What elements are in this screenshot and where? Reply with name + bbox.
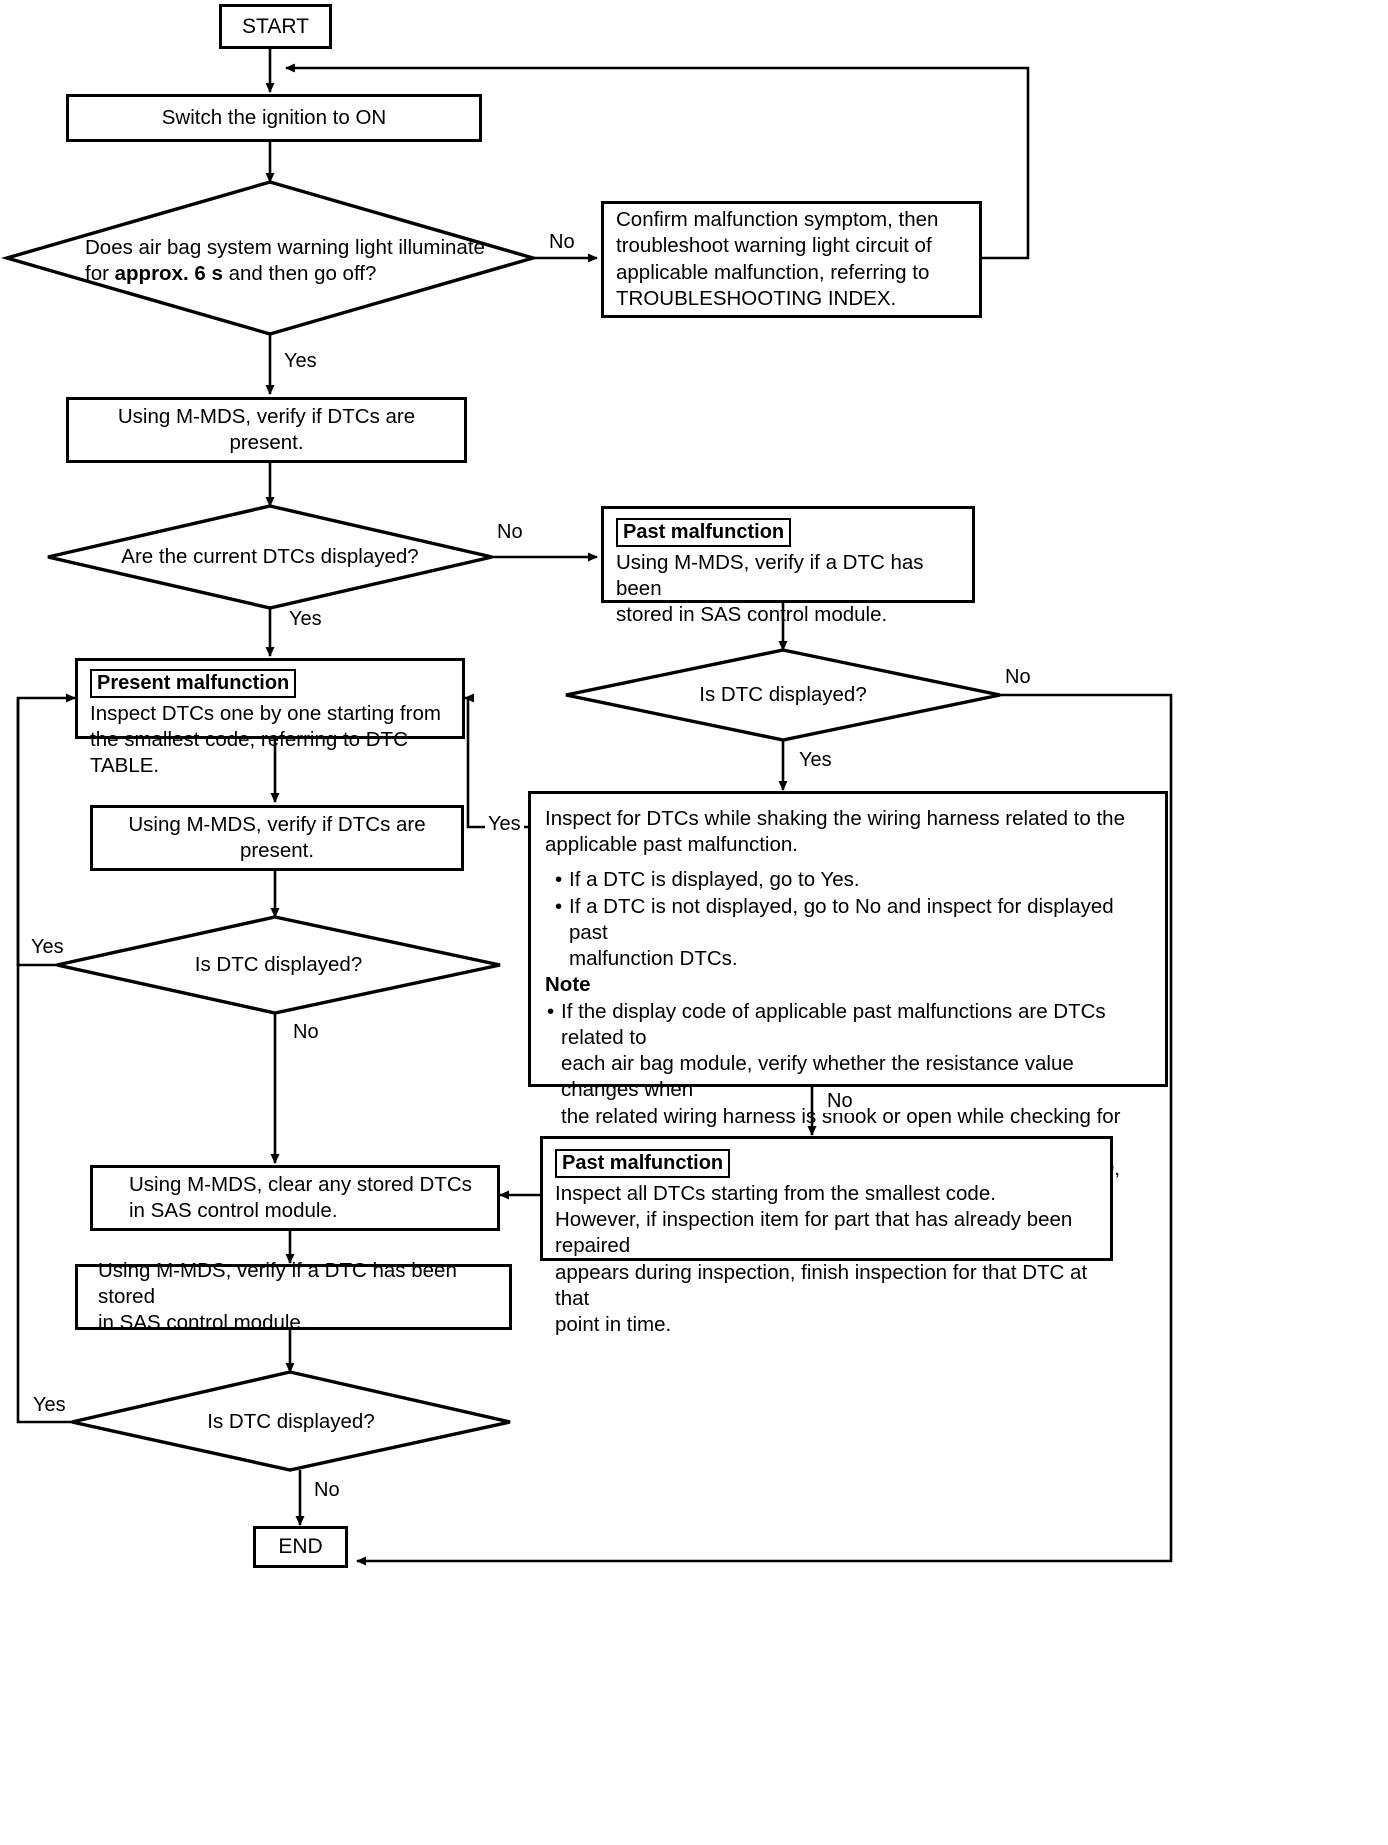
shake-bullet-2-line2: malfunction DTCs. <box>569 947 738 971</box>
node-end[interactable]: END <box>253 1526 348 1568</box>
diamond-is-dtc-2 <box>56 915 501 1015</box>
shake-bullet-2-line1: If a DTC is not displayed, go to No and … <box>569 894 1114 944</box>
confirm-line4: TROUBLESHOOTING INDEX. <box>616 286 897 310</box>
diamond-warning-light <box>0 180 540 336</box>
is-dtc-1-label: Is DTC displayed? <box>699 683 867 706</box>
present-malfunction-tag: Present malfunction <box>90 669 297 698</box>
shake-bullet-1-text: If a DTC is displayed, go to Yes. <box>569 868 860 892</box>
edge-label-dtc3-no: No <box>311 1479 343 1502</box>
shake-bullet-1: If a DTC is displayed, go to Yes. <box>553 867 1151 893</box>
is-dtc-2-label: Is DTC displayed? <box>194 953 363 976</box>
edge-confirm-loopback <box>285 63 1030 260</box>
node-start-label: START <box>242 14 309 38</box>
node-end-label: END <box>278 1535 323 1558</box>
past-malfunction-bottom-tag: Past malfunction <box>555 1149 731 1178</box>
confirm-line2: troubleshoot warning light circuit of <box>616 234 932 258</box>
edge-label-shake-yes: Yes <box>485 813 524 836</box>
confirm-line1: Confirm malfunction symptom, then <box>616 208 939 232</box>
node-verify-dtc-stored[interactable]: Using M-MDS, verify if a DTC has been st… <box>75 1259 512 1334</box>
clear-dtcs-line2: in SAS control module. <box>129 1199 338 1222</box>
node-switch-ignition[interactable]: Switch the ignition to ON <box>66 94 482 142</box>
edge-label-dtc1-no: No <box>1002 666 1034 689</box>
present-malfunction-line1: Inspect DTCs one by one starting from <box>90 702 441 725</box>
node-confirm-symptom[interactable]: Confirm malfunction symptom, then troubl… <box>601 201 982 318</box>
past-malfunction-bottom-line2: However, if inspection item for part tha… <box>555 1208 1073 1258</box>
past-malfunction-top-line2: stored in SAS control module. <box>616 603 888 627</box>
node-verify-dtcs-present-2[interactable]: Using M-MDS, verify if DTCs are present. <box>90 805 464 871</box>
shake-line2: applicable past malfunction. <box>545 833 798 857</box>
past-malfunction-bottom-line4: point in time. <box>555 1313 672 1337</box>
node-clear-stored-dtcs[interactable]: Using M-MDS, clear any stored DTCs in SA… <box>90 1165 500 1231</box>
edge-label-current-no: No <box>494 521 526 544</box>
warning-q-line2-pre: for <box>85 262 115 286</box>
node-switch-ignition-label: Switch the ignition to ON <box>161 105 387 129</box>
past-malfunction-bottom-line3: appears during inspection, finish inspec… <box>555 1260 1088 1310</box>
edge-dtcq1-no <box>356 693 1173 1566</box>
current-dtcs-q-label: Are the current DTCs displayed? <box>121 545 419 568</box>
shake-note-heading: Note <box>545 973 591 997</box>
past-malfunction-top-tag: Past malfunction <box>616 518 792 547</box>
edge-label-warning-yes: Yes <box>281 350 320 373</box>
edge-label-dtc3-yes: Yes <box>30 1394 69 1417</box>
edge-label-warning-no: No <box>546 231 578 254</box>
past-malfunction-top-line1: Using M-MDS, verify if a DTC has been <box>616 551 924 601</box>
edge-label-current-yes: Yes <box>286 608 325 631</box>
edge-shake-yes <box>464 693 528 829</box>
shake-note-line1: If the display code of applicable past m… <box>561 999 1106 1049</box>
warning-q-line1: Does air bag system warning light illumi… <box>85 236 485 259</box>
shake-note-line2: each air bag module, verify whether the … <box>561 1052 1074 1102</box>
warning-q-line2-post: and then go off? <box>222 262 377 286</box>
confirm-line3: applicable malfunction, referring to <box>616 260 930 284</box>
edge-label-dtc2-no: No <box>290 1021 322 1044</box>
is-dtc-3-label: Is DTC displayed? <box>207 1410 375 1433</box>
node-past-malfunction-top[interactable]: Past malfunction Using M-MDS, verify if … <box>601 506 975 626</box>
verify-dtcs-1-label: Using M-MDS, verify if DTCs are present. <box>117 404 416 454</box>
past-malfunction-bottom-line1: Inspect all DTCs starting from the small… <box>555 1182 996 1205</box>
node-present-malfunction[interactable]: Present malfunction Inspect DTCs one by … <box>75 658 465 777</box>
diamond-is-dtc-1 <box>565 648 1001 742</box>
edge-label-dtc2-yes: Yes <box>28 936 67 959</box>
node-shake-harness[interactable]: Inspect for DTCs while shaking the wirin… <box>528 791 1168 1233</box>
verify-dtcs-2-label: Using M-MDS, verify if DTCs are present. <box>128 812 426 862</box>
node-past-malfunction-bottom[interactable]: Past malfunction Inspect all DTCs starti… <box>540 1136 1113 1336</box>
edge-dtcq2-yes <box>16 693 76 967</box>
verify-stored-line2: in SAS control module. <box>98 1311 307 1335</box>
node-start[interactable]: START <box>219 4 332 49</box>
diamond-is-dtc-3 <box>71 1370 511 1472</box>
present-malfunction-line2: the smallest code, referring to DTC TABL… <box>90 728 408 778</box>
node-verify-dtcs-present-1[interactable]: Using M-MDS, verify if DTCs are present. <box>66 397 467 463</box>
edge-dtcq3-yes <box>16 698 72 1424</box>
clear-dtcs-line1: Using M-MDS, clear any stored DTCs <box>129 1172 472 1196</box>
edge-label-dtc1-yes: Yes <box>796 749 835 772</box>
warning-q-line2-bold: approx. 6 s <box>114 262 223 286</box>
edge-label-shake-no: No <box>824 1090 856 1113</box>
shake-bullet-2: If a DTC is not displayed, go to No and … <box>553 894 1151 973</box>
diamond-current-dtcs <box>47 504 493 610</box>
verify-stored-line1: Using M-MDS, verify if a DTC has been st… <box>98 1258 457 1308</box>
shake-line1: Inspect for DTCs while shaking the wirin… <box>545 807 1125 830</box>
